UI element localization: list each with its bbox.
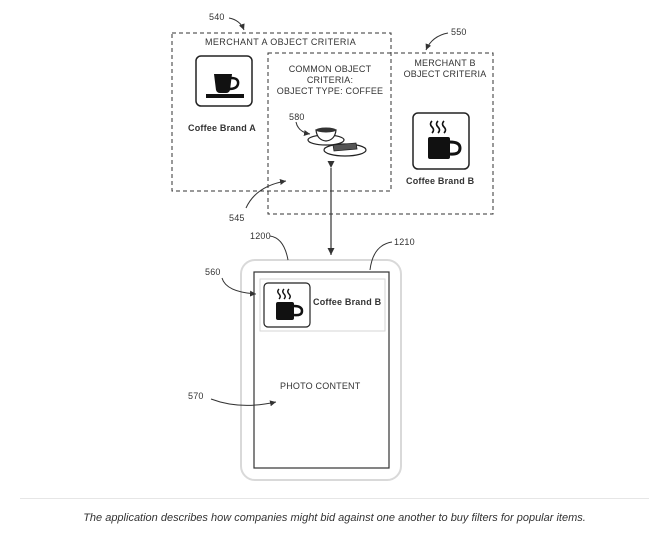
coffee-plate-icon bbox=[308, 128, 366, 157]
ref-1210: 1210 bbox=[394, 237, 415, 248]
coffee-cup-icon bbox=[196, 56, 252, 106]
steaming-mug-icon bbox=[264, 283, 310, 327]
common-criteria-line3: OBJECT TYPE: COFFEE bbox=[270, 86, 390, 97]
merchant-b-title-line1: MERCHANT B bbox=[398, 58, 492, 69]
merchant-a-title: MERCHANT A OBJECT CRITERIA bbox=[205, 37, 356, 48]
ref-570: 570 bbox=[188, 391, 204, 402]
brand-b-label: Coffee Brand B bbox=[406, 176, 474, 187]
ref-545: 545 bbox=[229, 213, 245, 224]
ref-540: 540 bbox=[209, 12, 225, 23]
ref-1200: 1200 bbox=[250, 231, 271, 242]
caption-divider bbox=[20, 498, 649, 499]
photo-content-label: PHOTO CONTENT bbox=[280, 381, 360, 392]
callout-540-line bbox=[229, 18, 244, 30]
device-brand-label: Coffee Brand B bbox=[313, 297, 381, 308]
ref-560: 560 bbox=[205, 267, 221, 278]
steaming-mug-icon bbox=[413, 113, 469, 169]
callout-550-line bbox=[426, 33, 448, 50]
brand-a-label: Coffee Brand A bbox=[188, 123, 256, 134]
common-criteria-line1: COMMON OBJECT bbox=[270, 64, 390, 75]
common-criteria-line2: CRITERIA: bbox=[270, 75, 390, 86]
ref-580: 580 bbox=[289, 112, 305, 123]
callout-1200-line bbox=[270, 236, 288, 260]
figure-caption: The application describes how companies … bbox=[0, 512, 669, 524]
callout-545-line bbox=[246, 181, 286, 208]
ref-550: 550 bbox=[451, 27, 467, 38]
merchant-b-title-line2: OBJECT CRITERIA bbox=[398, 69, 492, 80]
callout-580-line bbox=[296, 122, 310, 134]
